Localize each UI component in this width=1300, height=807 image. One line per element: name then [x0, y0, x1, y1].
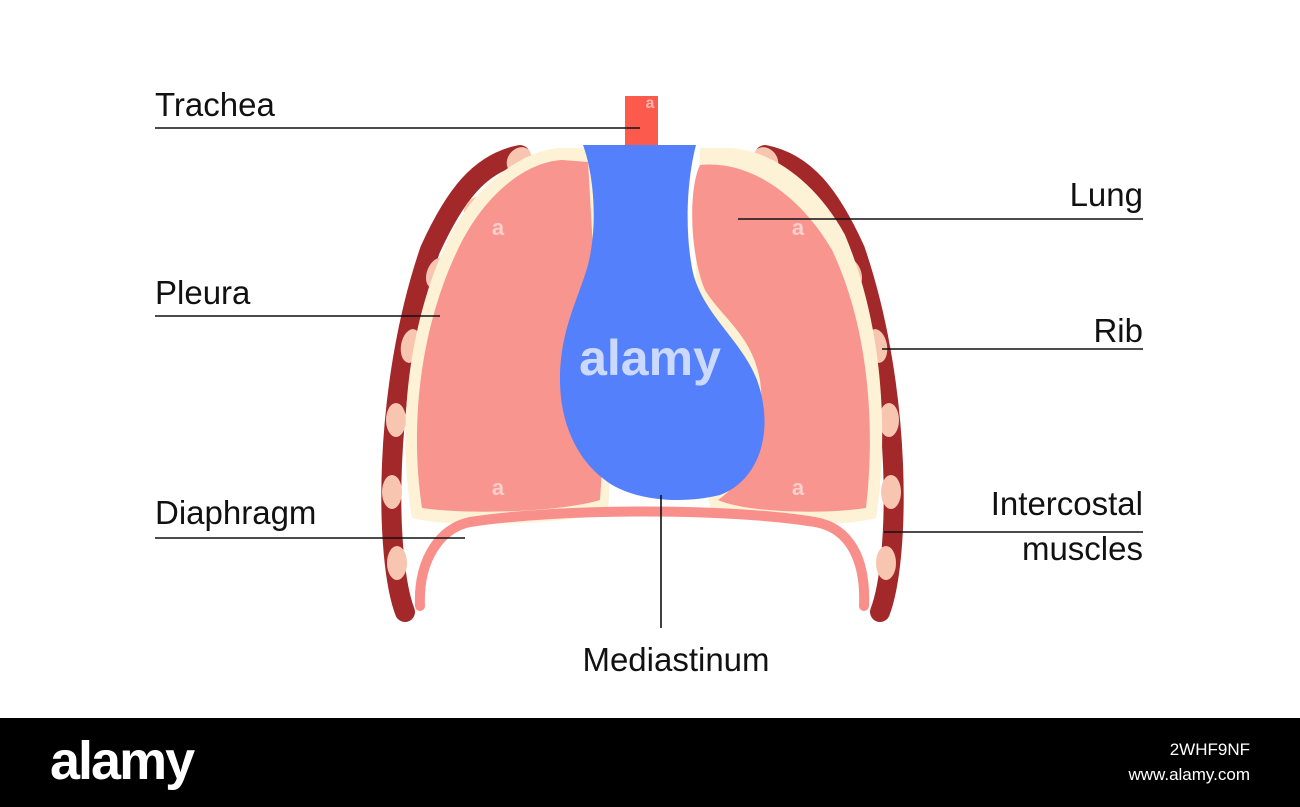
label-lung: Lung	[1070, 176, 1143, 213]
rib	[382, 475, 402, 509]
watermark-center-text: alamy	[579, 330, 721, 386]
leader-lines	[155, 127, 1143, 628]
rib	[386, 403, 406, 437]
footer-bar: alamy 2WHF9NF www.alamy.com	[0, 718, 1300, 807]
lung-right	[692, 164, 870, 512]
label-pleura: Pleura	[155, 274, 251, 311]
rib	[387, 546, 407, 580]
respiratory-anatomy-diagram: alamy a a a a a Trachea Pleura Diaphragm…	[155, 86, 1143, 678]
site-url: www.alamy.com	[1128, 764, 1250, 784]
watermark-small-marks: a a a a a	[492, 95, 805, 500]
label-intercostal-line1: Intercostal	[991, 485, 1143, 522]
alamy-logo: alamy	[50, 731, 195, 791]
lung-left	[416, 160, 604, 512]
label-intercostal-line2: muscles	[1022, 530, 1143, 567]
watermark-mark: a	[792, 475, 805, 500]
watermark-mark: a	[492, 475, 505, 500]
image-id-block: 2WHF9NF www.alamy.com	[1128, 738, 1250, 787]
watermark-mark: a	[792, 215, 805, 240]
trachea	[625, 96, 658, 148]
image-id: 2WHF9NF	[1169, 740, 1250, 759]
label-rib: Rib	[1093, 312, 1143, 349]
rib	[881, 475, 901, 509]
watermark-mark: a	[492, 215, 505, 240]
rib	[879, 403, 899, 437]
label-diaphragm: Diaphragm	[155, 494, 316, 531]
watermark-mark: a	[646, 95, 655, 112]
diaphragm	[414, 506, 870, 611]
label-trachea: Trachea	[155, 86, 275, 123]
mediastinum	[560, 145, 765, 500]
rib	[876, 546, 896, 580]
label-mediastinum: Mediastinum	[582, 641, 769, 678]
